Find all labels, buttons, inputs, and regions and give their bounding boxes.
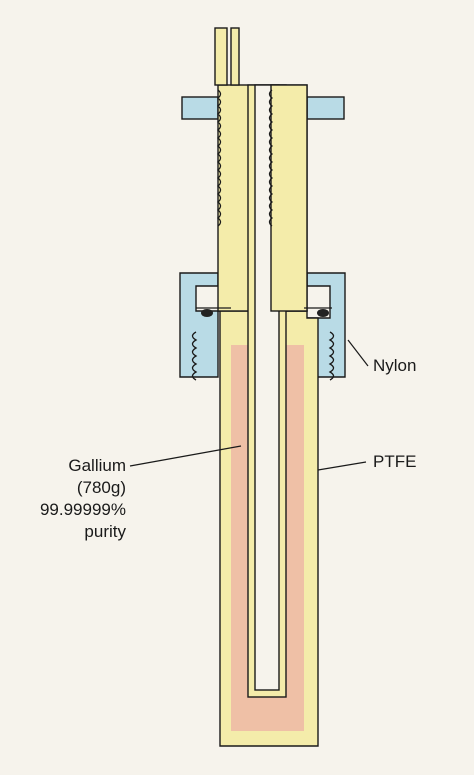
top-stem-right <box>230 27 240 86</box>
label-ptfe: PTFE <box>373 452 417 471</box>
thread-right-lower <box>328 331 335 381</box>
leader-gallium <box>129 445 242 467</box>
leader-ptfe <box>317 461 367 471</box>
nylon-cap-left <box>179 272 219 378</box>
thread-marks <box>191 89 335 381</box>
gallium-line-2: (780g) <box>76 478 126 497</box>
seal-left <box>201 309 213 317</box>
seals <box>196 307 332 317</box>
gallium-line-1: Gallium <box>68 456 126 475</box>
gallium-line-4: purity <box>84 522 126 541</box>
top-flange-right <box>306 96 345 120</box>
thread-right-upper <box>268 89 274 227</box>
leader-lines <box>129 339 369 471</box>
label-gallium: Gallium (780g) 99.99999% purity <box>0 455 130 543</box>
thread-left-upper <box>216 89 222 227</box>
seal-right <box>317 309 329 317</box>
top-stem-left <box>214 27 228 86</box>
top-stems <box>214 27 308 312</box>
top-flange-left <box>181 96 219 120</box>
gallium-line-3: 99.99999% <box>39 500 126 519</box>
label-nylon: Nylon <box>373 356 417 375</box>
leader-nylon <box>347 339 369 367</box>
right-shoulder <box>270 84 308 312</box>
top-nylon-flange <box>181 96 345 120</box>
thread-left-lower <box>191 331 198 381</box>
